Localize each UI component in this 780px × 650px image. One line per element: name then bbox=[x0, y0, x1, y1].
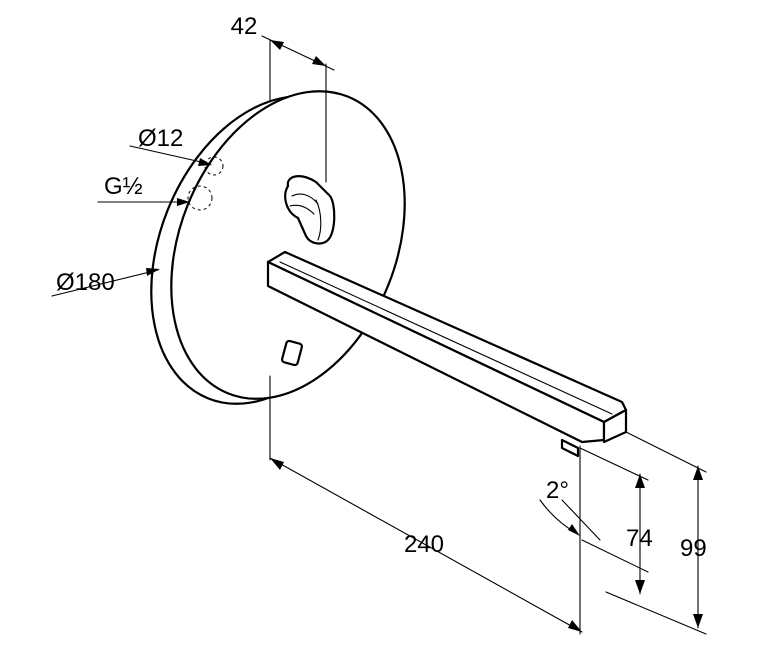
dim-angle-2-label: 2° bbox=[546, 477, 569, 504]
dim-240-label: 240 bbox=[404, 531, 444, 558]
dimension-240: 240 bbox=[269, 375, 583, 635]
sensor-window bbox=[280, 339, 304, 367]
dim-99-label: 99 bbox=[680, 535, 707, 562]
dim-diam-12-label: Ø12 bbox=[138, 125, 183, 152]
wall-plate bbox=[150, 90, 406, 405]
dimension-74: 74 bbox=[579, 447, 653, 595]
dimension-angle-2: 2° bbox=[539, 477, 601, 541]
dimension-thread: G½ bbox=[97, 173, 190, 206]
dim-74-label: 74 bbox=[626, 525, 653, 552]
spout bbox=[266, 250, 628, 458]
dimension-99: 99 bbox=[605, 431, 707, 635]
dim-diam-180-label: Ø180 bbox=[56, 269, 115, 296]
dimension-42: 42 bbox=[231, 13, 335, 183]
dim-42-label: 42 bbox=[231, 13, 258, 40]
lever-handle bbox=[284, 175, 336, 245]
hole-12-hidden bbox=[204, 156, 224, 176]
dim-thread-label: G½ bbox=[104, 173, 143, 200]
hole-thread-hidden bbox=[187, 185, 213, 211]
dimension-diam-12: Ø12 bbox=[129, 125, 212, 166]
dimension-diam-180: Ø180 bbox=[51, 268, 160, 297]
